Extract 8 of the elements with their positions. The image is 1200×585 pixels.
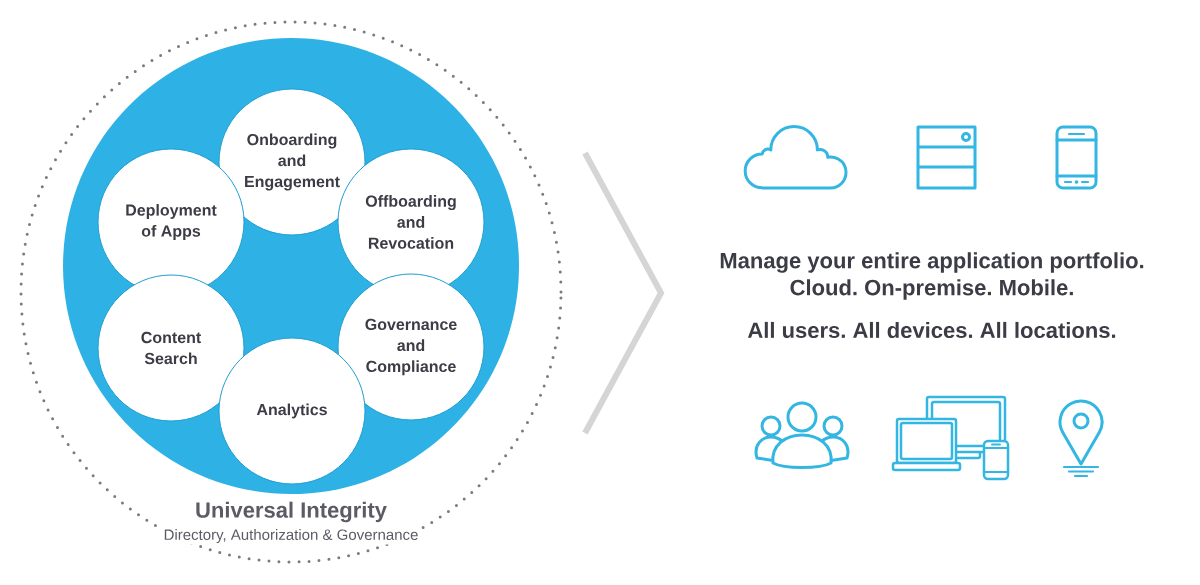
circle-node: Governance and Compliance	[337, 273, 485, 421]
circle-node: Analytics	[218, 337, 366, 485]
tagline-text: All users. All devices. All locations.	[747, 321, 1116, 339]
ring-subtitle: Directory, Authorization & Governance	[162, 527, 420, 545]
circle-node: Deployment of Apps	[97, 148, 245, 296]
ring-title: Universal Integrity	[193, 500, 389, 524]
headline-text: Manage your entire application portfolio. Cloud. On-premise. Mobile.	[720, 252, 1144, 300]
circle-node: Content Search	[97, 274, 245, 422]
